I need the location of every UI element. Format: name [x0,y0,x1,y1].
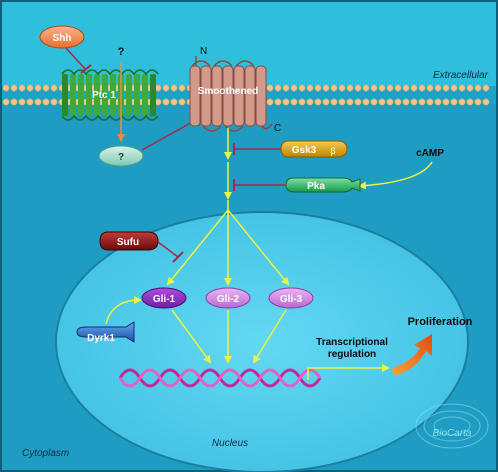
cytoplasm-label: Cytoplasm [22,448,69,459]
nucleus [55,211,469,472]
signal-to-gli1-arrow [166,209,229,286]
unknown-top-label: ? [118,46,125,58]
gli2-label: Gli-2 [217,294,240,305]
biocarta-logo [415,403,489,449]
ptc1-receptor [61,69,159,121]
dyrk1-node [76,321,135,343]
nucleus-label: Nucleus [212,438,248,449]
dna-helix [118,368,322,388]
transcription-arrow [307,364,390,380]
smoothened-c-terminus: C [274,123,281,134]
gli1-label: Gli-1 [153,294,176,305]
shh-label: Shh [53,33,72,44]
gsk3-label: Gsk3 [292,145,317,156]
smoothened-label: Smoothened [198,86,259,97]
gli3-label: Gli-3 [280,294,303,305]
transcriptional-regulation-line2: regulation [328,349,376,360]
sufu-inhibits-gli1 [157,241,179,258]
sufu-node [99,231,159,251]
pka-label: Pka [307,181,325,192]
gsk3-node [280,140,348,158]
shh-node [39,25,85,49]
gli3-to-dna-arrow [252,309,287,364]
ptc1-label: Ptc 1 [92,90,116,101]
proliferation-arrow [392,334,432,376]
camp-label: cAMP [416,148,444,159]
shh-inhibit-bar [80,64,92,74]
gli1-to-dna-arrow [171,309,212,364]
extracellular-label: Extracellular [433,70,489,81]
shh-inhibits-ptc1 [65,47,87,71]
unknown-mid-label: ? [118,152,124,163]
brand-watermark: BioCarta [433,428,472,439]
gli1-node [141,287,187,309]
pka-node [285,177,361,193]
gli3-node [268,287,314,309]
smoothened-n-terminus: N [200,46,207,57]
gsk3-suffix: β [330,146,335,156]
dyrk1-to-gli1-arrow [105,296,142,325]
proliferation-label: Proliferation [408,316,473,328]
smoothened-receptor [189,56,273,132]
signal-to-gli3-arrow [227,209,290,286]
sufu-inhibit-bar [172,251,184,263]
transcriptional-regulation-line1: Transcriptional [316,337,388,348]
sufu-label: Sufu [117,237,139,248]
gli2-node [205,287,251,309]
unknown-inhibits-smoothened [141,119,197,151]
camp-to-pka-arrow [358,161,433,190]
unknown-protein-node [98,145,144,167]
dyrk1-label: Dyrk1 [87,333,115,344]
